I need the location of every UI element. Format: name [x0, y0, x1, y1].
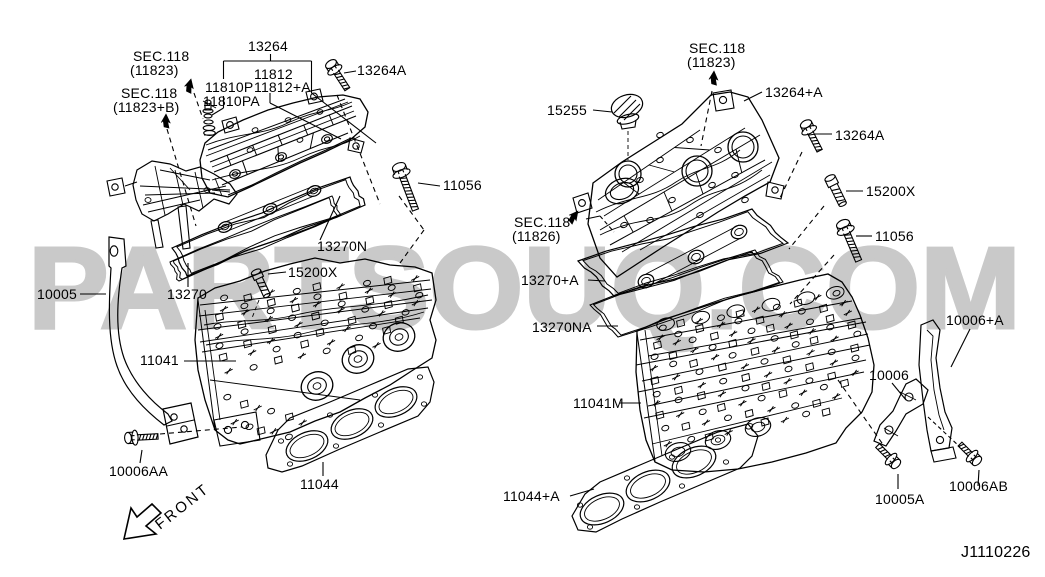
svg-text:SEC.118: SEC.118 [514, 214, 570, 230]
svg-text:10005A: 10005A [875, 491, 925, 507]
svg-text:15200X: 15200X [288, 264, 338, 280]
svg-text:13264: 13264 [248, 38, 288, 54]
svg-text:(11823): (11823) [687, 54, 736, 70]
svg-text:13264+A: 13264+A [765, 84, 823, 100]
svg-text:11044: 11044 [300, 476, 339, 492]
svg-text:11056: 11056 [875, 228, 914, 244]
svg-text:SEC.118: SEC.118 [689, 40, 745, 56]
svg-text:11810PA: 11810PA [203, 93, 260, 109]
svg-text:13264A: 13264A [835, 127, 885, 143]
svg-text:11056: 11056 [443, 177, 482, 193]
svg-text:13270NA: 13270NA [532, 319, 592, 335]
svg-text:13270+A: 13270+A [521, 272, 579, 288]
svg-text:10005: 10005 [37, 286, 77, 302]
svg-text:13270: 13270 [167, 286, 207, 302]
svg-text:11812: 11812 [254, 66, 293, 82]
svg-text:15255: 15255 [547, 102, 587, 118]
svg-text:(11826): (11826) [512, 228, 561, 244]
svg-text:15200X: 15200X [866, 183, 916, 199]
svg-text:11041M: 11041M [573, 395, 624, 411]
svg-text:10006AA: 10006AA [109, 463, 168, 479]
svg-text:(11823+B): (11823+B) [113, 99, 180, 115]
svg-text:J1110226: J1110226 [961, 544, 1031, 561]
svg-text:13264A: 13264A [357, 62, 407, 78]
svg-text:11810P: 11810P [205, 79, 253, 95]
svg-text:SEC.118: SEC.118 [133, 48, 189, 64]
svg-text:(11823): (11823) [130, 62, 179, 78]
svg-text:11044+A: 11044+A [503, 488, 560, 504]
svg-text:13270N: 13270N [317, 238, 367, 254]
svg-text:11041: 11041 [140, 352, 179, 368]
svg-text:10006: 10006 [869, 367, 909, 383]
svg-text:10006+A: 10006+A [946, 312, 1004, 328]
svg-text:11812+A: 11812+A [254, 79, 311, 95]
svg-text:SEC.118: SEC.118 [121, 85, 177, 101]
